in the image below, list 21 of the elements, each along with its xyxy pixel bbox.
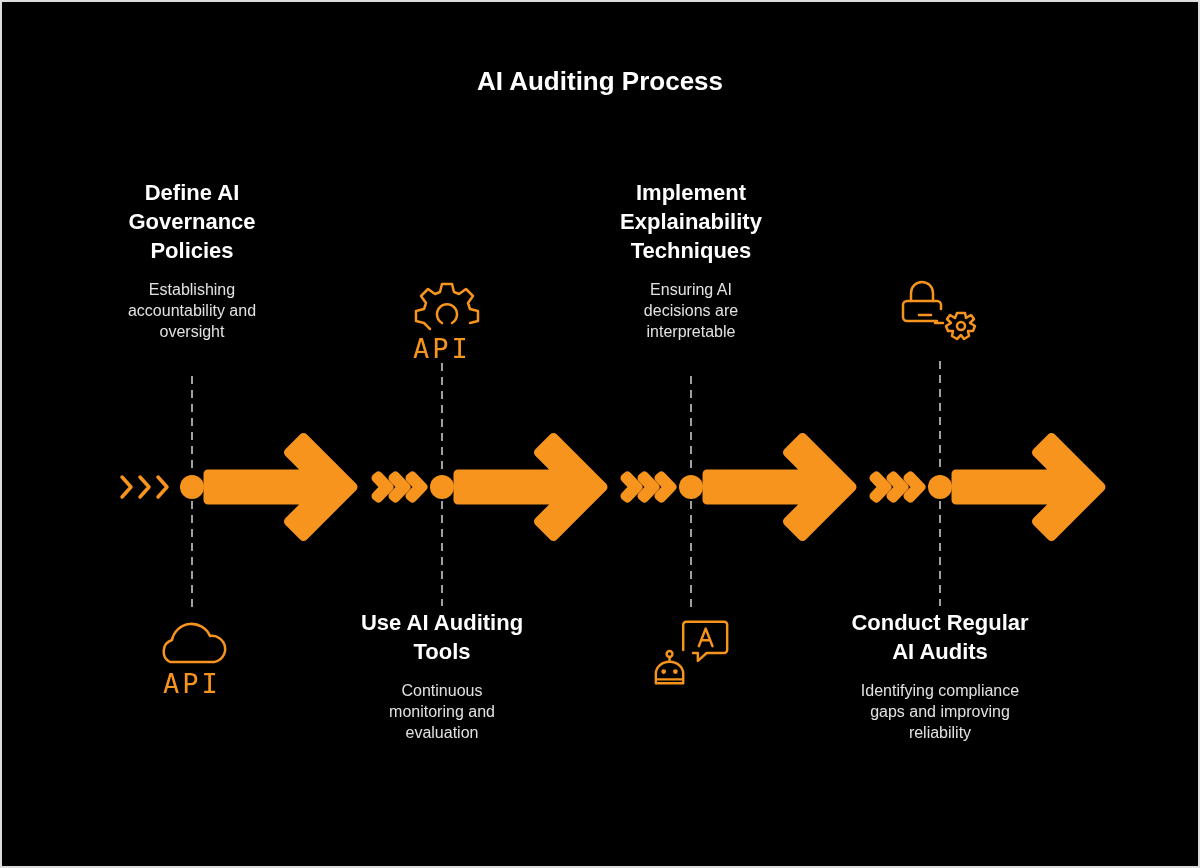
arrow (702, 433, 926, 541)
step-description: Continuous monitoring and evaluation (388, 681, 496, 743)
timeline-dot (679, 475, 703, 499)
timeline-dot (430, 475, 454, 499)
diagram-title: AI Auditing Process (475, 66, 725, 97)
step-heading: Implement Explainability Techniques (619, 179, 763, 265)
step-heading: Conduct Regular AI Audits (850, 609, 1030, 666)
timeline-dot (928, 475, 952, 499)
arrow (453, 433, 677, 541)
arrow (951, 433, 1106, 541)
dashed-line (441, 500, 443, 607)
step-heading: Use AI Auditing Tools (359, 609, 525, 666)
icon-caption: API (162, 670, 222, 698)
arrow (203, 433, 428, 541)
icon-caption: API (412, 335, 472, 363)
step-description: Establishing accountability and oversight (126, 280, 258, 342)
step-description: Ensuring AI decisions are interpretable (642, 280, 740, 342)
step-heading: Define AI Governance Policies (127, 179, 257, 265)
dashed-line (939, 500, 941, 607)
step-description: Identifying compliance gaps and improving reliability (860, 681, 1020, 743)
timeline-dot (180, 475, 204, 499)
